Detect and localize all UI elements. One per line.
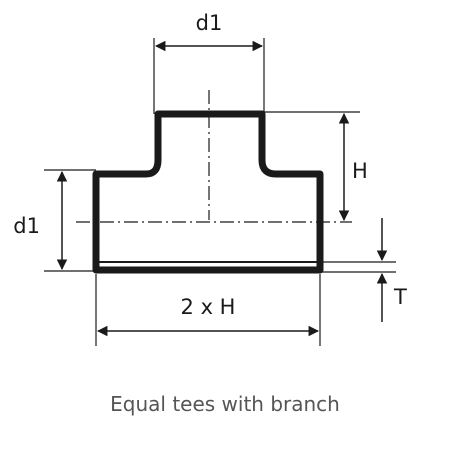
tee-fitting-diagram: d1 d1 H T 2 x H — [13, 11, 407, 346]
d1-left-label: d1 — [13, 214, 40, 238]
h-label: H — [352, 159, 368, 183]
tee-outline — [92, 110, 324, 274]
figure-caption: Equal tees with branch — [110, 392, 340, 416]
d1-top-label: d1 — [196, 11, 223, 35]
t-label: T — [393, 285, 407, 309]
length-label: 2 x H — [181, 295, 236, 319]
